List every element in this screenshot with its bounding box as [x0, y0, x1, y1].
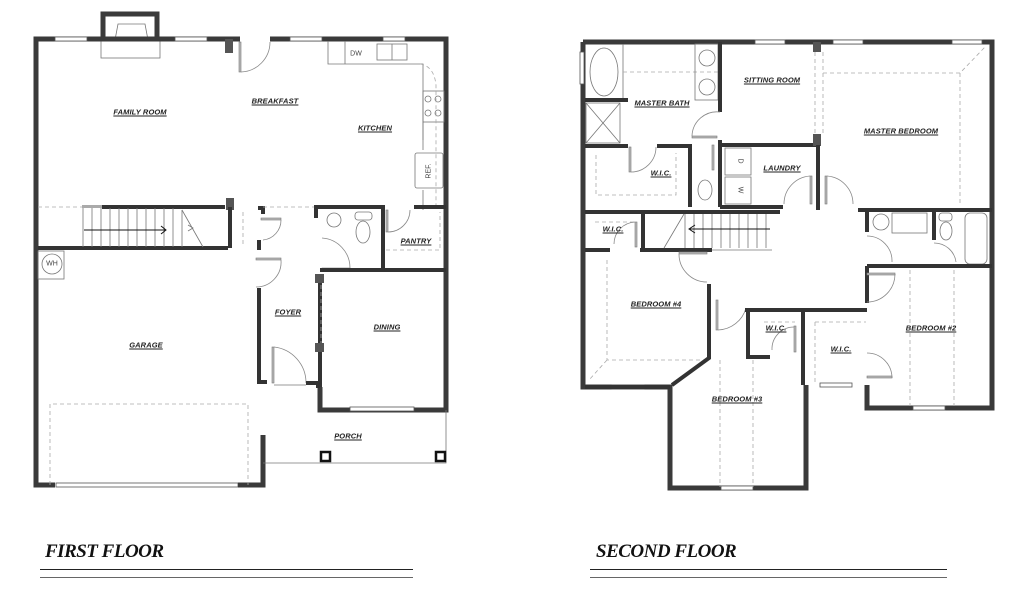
fireplace-icon	[100, 11, 161, 59]
window	[832, 39, 864, 45]
dryer-icon	[724, 147, 752, 176]
first-floor-plan	[33, 11, 449, 488]
window	[912, 405, 946, 411]
kitchen-counters	[327, 41, 445, 210]
room-label-pantry: PANTRY	[400, 236, 432, 246]
window	[289, 36, 323, 42]
back-door	[238, 41, 271, 73]
laundry	[720, 134, 854, 210]
washer-icon	[724, 176, 752, 205]
room-label-master-bedroom: MASTER BEDROOM	[863, 126, 939, 136]
hall-bath-2	[858, 208, 992, 268]
second-floor-title-rule-lower	[590, 577, 947, 578]
room-label-sitting-room: SITTING ROOM	[743, 75, 801, 85]
refrigerator-label: REF.	[425, 163, 433, 179]
hall-toilet	[697, 140, 722, 207]
room-label-bedroom3: BEDROOM #3	[711, 394, 763, 404]
powder-room	[314, 205, 385, 271]
first-floor-title-rule-lower	[40, 577, 413, 578]
garage-door-interior	[255, 257, 282, 288]
second-floor-title: SECOND FLOOR	[596, 541, 737, 562]
room-label-bedroom4-wic: W.I.C.	[602, 224, 624, 234]
second-floor-stairs	[585, 210, 780, 283]
dryer-label: D	[736, 158, 744, 164]
room-label-foyer: FOYER	[274, 307, 302, 317]
second-floor-plan	[579, 39, 995, 491]
garage-door	[55, 482, 239, 488]
room-label-master-wic: W.I.C.	[650, 168, 672, 178]
room-label-garage: GARAGE	[129, 340, 163, 350]
window	[54, 36, 88, 42]
pantry	[381, 205, 446, 265]
window	[382, 36, 406, 42]
bedroom2-wic	[814, 266, 955, 406]
room-label-kitchen: KITCHEN	[357, 123, 393, 133]
refrigerator-icon	[414, 152, 444, 189]
shower-icon	[585, 102, 621, 144]
room-label-laundry: LAUNDRY	[763, 163, 801, 173]
window	[720, 485, 754, 491]
washer-label: W	[736, 186, 744, 194]
first-floor-stairs	[38, 198, 234, 250]
front-door	[271, 346, 320, 388]
water-heater-label: WH	[46, 260, 58, 268]
range-icon	[422, 90, 445, 123]
dishwasher-label: DW	[350, 50, 362, 58]
room-label-master-bath: MASTER BATH	[634, 98, 690, 108]
water-heater	[37, 250, 65, 280]
window	[951, 39, 983, 45]
first-floor-title-rule	[40, 569, 413, 570]
second-floor-title-rule	[590, 569, 947, 570]
master-bath	[585, 42, 722, 144]
room-label-bedroom3-wic: W.I.C.	[765, 323, 787, 333]
window	[754, 39, 786, 45]
room-label-family-room: FAMILY ROOM	[113, 107, 167, 117]
master-wic	[585, 144, 692, 207]
window	[174, 36, 208, 42]
room-label-porch: PORCH	[334, 431, 362, 441]
window	[349, 406, 415, 412]
room-label-breakfast: BREAKFAST	[251, 96, 299, 106]
porch	[263, 410, 447, 464]
bedroom3-wic	[719, 308, 867, 487]
room-label-bedroom4: BEDROOM #4	[630, 299, 682, 309]
first-floor-title: FIRST FLOOR	[45, 541, 164, 562]
window	[579, 51, 585, 85]
room-label-bedroom2: BEDROOM #2	[905, 323, 957, 333]
room-label-dining: DINING	[373, 322, 401, 332]
window	[819, 382, 853, 388]
closet-door	[257, 217, 282, 250]
room-label-bedroom2-wic: W.I.C.	[830, 344, 852, 354]
bedroom4-wic	[585, 221, 708, 381]
